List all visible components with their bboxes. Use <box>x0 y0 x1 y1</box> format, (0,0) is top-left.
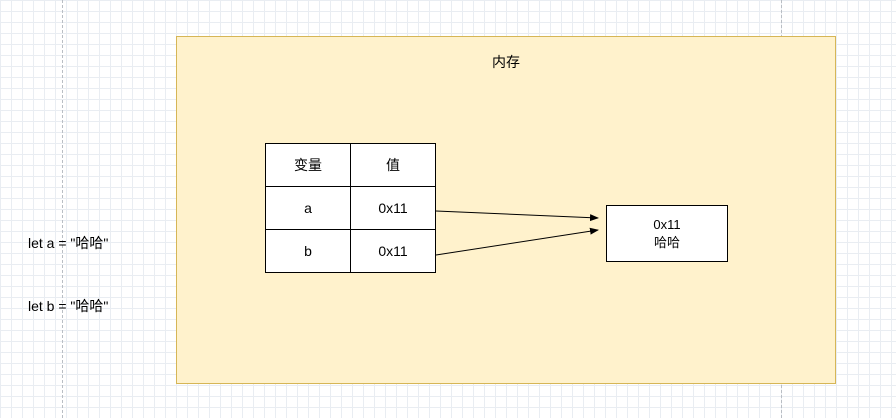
table-header-variable: 变量 <box>265 143 351 187</box>
variable-table: 变量 值 a 0x11 b 0x11 <box>265 143 436 273</box>
table-cell-a-value: 0x11 <box>350 186 436 230</box>
table-header-row: 变量 值 <box>265 143 436 187</box>
page-boundary-guide-left <box>62 0 63 418</box>
table-header-value: 值 <box>350 143 436 187</box>
heap-box-address: 0x11 <box>653 216 681 232</box>
table-cell-a-name: a <box>265 186 351 230</box>
table-row-a: a 0x11 <box>265 186 436 230</box>
heap-value-box: 0x11 哈哈 <box>606 205 728 262</box>
code-line-b: let b = "哈哈" <box>28 298 109 314</box>
code-snippet-label: let a = "哈哈" let b = "哈哈" <box>28 191 108 359</box>
table-row-b: b 0x11 <box>265 229 436 273</box>
code-line-a: let a = "哈哈" <box>28 235 109 251</box>
memory-container-title: 内存 <box>492 54 520 70</box>
table-cell-b-value: 0x11 <box>350 229 436 273</box>
heap-box-value: 哈哈 <box>653 234 680 250</box>
table-cell-b-name: b <box>265 229 351 273</box>
